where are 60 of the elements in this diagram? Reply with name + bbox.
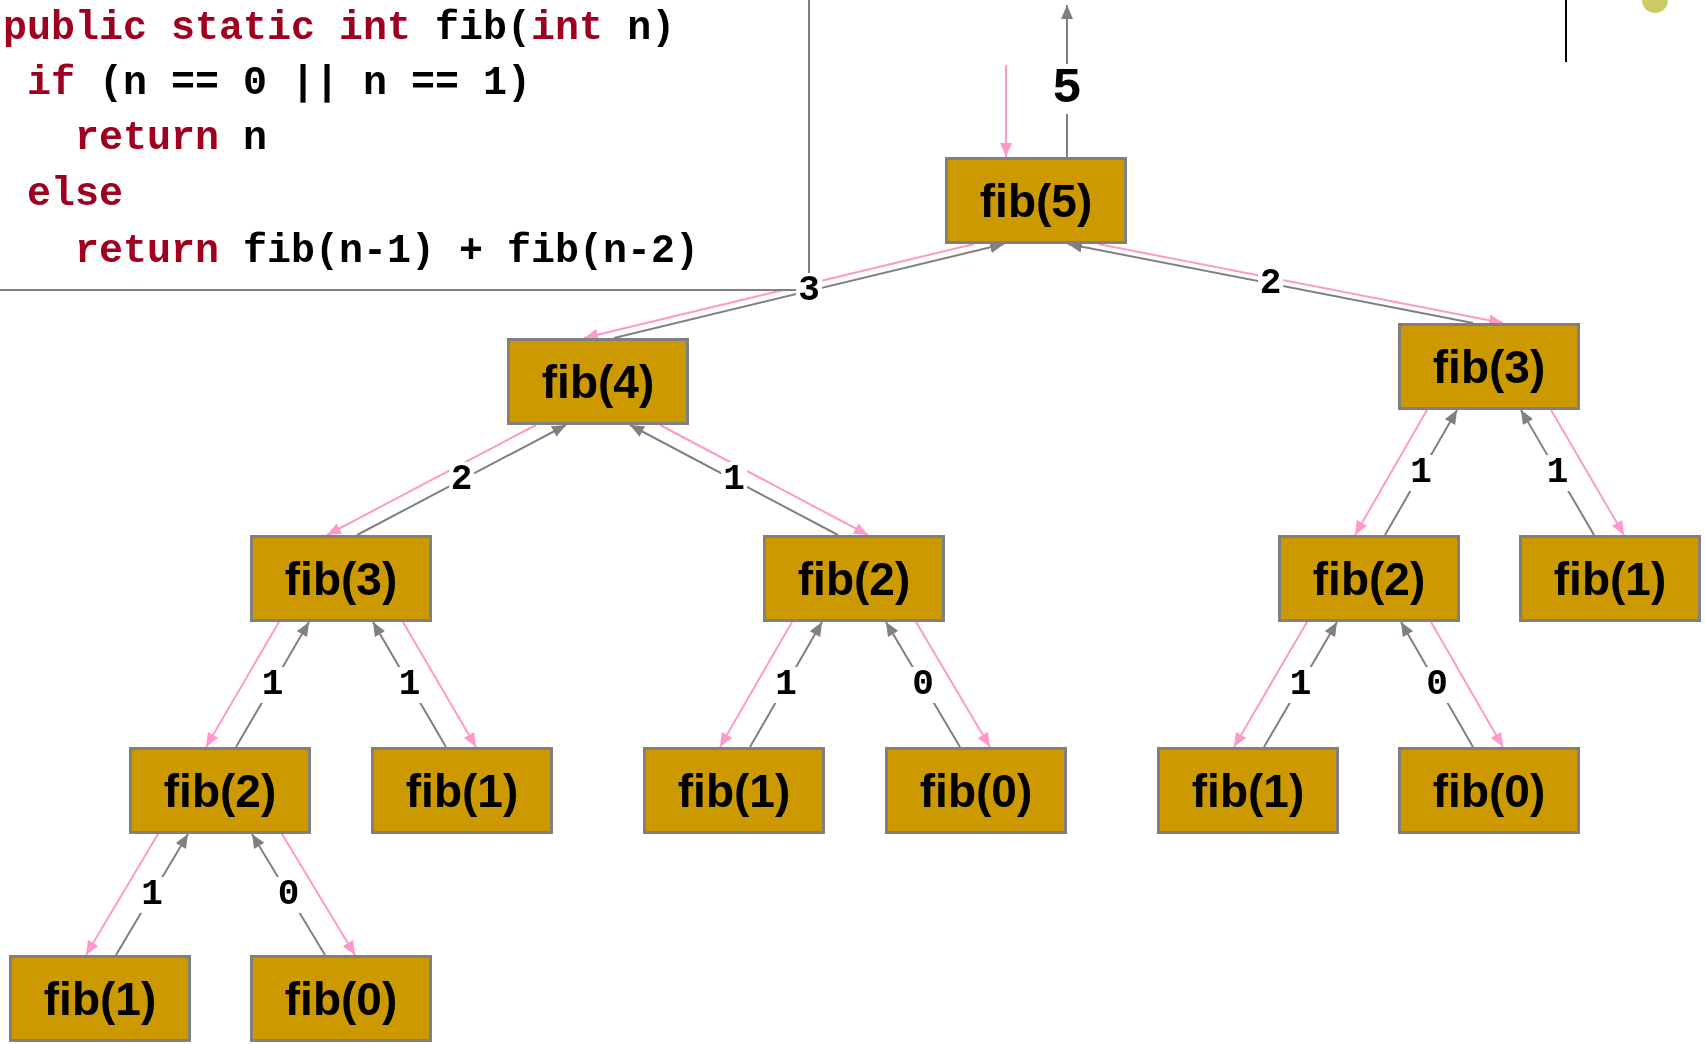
call-label: fib(0)	[919, 763, 1033, 818]
edge-label: 1	[259, 666, 286, 703]
arrow	[629, 424, 839, 536]
edge-label: 1	[1287, 666, 1314, 703]
function-call-box	[1398, 323, 1580, 410]
code-line: else	[27, 171, 123, 219]
function-call-box	[1278, 535, 1460, 622]
function-call-box	[1157, 747, 1339, 834]
arrow	[402, 621, 477, 748]
edge-label: 1	[1408, 454, 1434, 491]
call-label: fib(2)	[797, 551, 911, 606]
function-call-box	[763, 535, 945, 622]
function-call-box	[250, 535, 432, 622]
call-label: fib(1)	[677, 763, 791, 818]
call-label: fib(1)	[1191, 763, 1305, 818]
arrow	[356, 424, 567, 536]
edge-label: 0	[275, 876, 302, 913]
arrow	[719, 621, 793, 748]
arrow	[205, 621, 280, 748]
call-label: fib(1)	[1553, 551, 1667, 606]
edge-label: 1	[396, 666, 423, 703]
edge-label: 1	[1544, 454, 1571, 491]
code-line: if (n == 0 || n == 1)	[27, 60, 532, 108]
arrow	[1000, 64, 1012, 158]
code-line: return fib(n-1) + fib(n-2)	[75, 228, 700, 276]
call-label: fib(4)	[541, 354, 655, 409]
arrow	[659, 424, 869, 536]
function-call-box	[507, 338, 689, 425]
function-call-box	[9, 955, 191, 1042]
arrow	[915, 621, 991, 748]
call-label: fib(0)	[1432, 763, 1546, 818]
call-label: fib(2)	[1312, 551, 1426, 606]
arrow	[1233, 621, 1308, 748]
arrow	[326, 424, 537, 536]
function-call-box	[643, 747, 825, 834]
call-label: fib(5)	[979, 173, 1093, 228]
function-call-box	[1398, 747, 1580, 834]
call-label: fib(2)	[163, 763, 277, 818]
arrow	[281, 833, 356, 956]
call-label: fib(0)	[284, 971, 398, 1026]
code-line: public static int fib(int n)	[3, 5, 676, 53]
call-label: fib(3)	[284, 551, 398, 606]
edge-label: 1	[773, 666, 799, 703]
code-line: return n	[75, 115, 268, 163]
function-call-box	[371, 747, 553, 834]
function-call-box	[1519, 535, 1701, 622]
function-call-box	[250, 955, 432, 1042]
edge-label: 0	[910, 666, 936, 703]
call-label: fib(1)	[43, 971, 157, 1026]
arrow	[1550, 409, 1625, 536]
arrow	[1430, 621, 1504, 748]
call-label: fib(1)	[405, 763, 519, 818]
edge-label: 1	[139, 876, 165, 913]
arrow	[1354, 409, 1428, 536]
arrow	[85, 833, 159, 956]
function-call-box	[945, 157, 1127, 244]
function-call-box	[885, 747, 1067, 834]
function-call-box	[129, 747, 311, 834]
edge-label: 0	[1424, 666, 1450, 703]
call-label: fib(3)	[1432, 339, 1546, 394]
